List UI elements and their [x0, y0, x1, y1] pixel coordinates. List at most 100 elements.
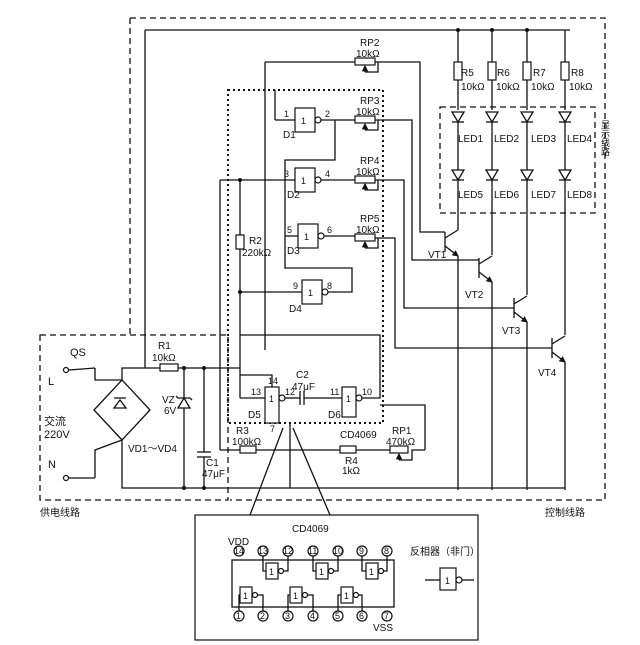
d3-label: D3: [287, 246, 300, 257]
svg-text:5: 5: [335, 611, 340, 621]
rp2-potentiometer: [354, 57, 379, 73]
vdd-label: VDD: [228, 537, 249, 548]
r8-value: 10kΩ: [569, 82, 593, 93]
c2-value: 47μF: [292, 382, 315, 393]
vss-label: VSS: [373, 623, 393, 634]
c1-capacitor: [197, 368, 211, 488]
svg-text:12: 12: [285, 387, 295, 397]
qs-switch: [68, 367, 96, 371]
svg-text:6: 6: [327, 225, 332, 235]
svg-text:7: 7: [270, 424, 275, 434]
r6-value: 10kΩ: [496, 82, 520, 93]
r1-resistor: [159, 363, 179, 372]
svg-text:13: 13: [258, 546, 268, 556]
svg-text:1: 1: [369, 567, 374, 577]
rp3-value: 10kΩ: [356, 107, 380, 118]
svg-text:1: 1: [308, 288, 313, 298]
r5-value: 10kΩ: [461, 82, 485, 93]
rp5-label: RP5: [360, 214, 380, 225]
d4-label: D4: [289, 304, 302, 315]
svg-text:2: 2: [260, 611, 265, 621]
vt3-label: VT3: [502, 326, 521, 337]
r2-label: R2: [249, 236, 262, 247]
rp4-value: 10kΩ: [356, 167, 380, 178]
svg-text:1: 1: [301, 116, 306, 126]
r3-label: R3: [236, 426, 249, 437]
control-section-label: 控制线路: [545, 506, 585, 519]
svg-text:7: 7: [384, 611, 389, 621]
led4-label: LED4: [567, 134, 592, 145]
d1-inverter: 1: [294, 107, 322, 133]
vz-label: VZ: [162, 395, 175, 406]
svg-text:3: 3: [285, 611, 290, 621]
r7-value: 10kΩ: [531, 82, 555, 93]
svg-text:1: 1: [301, 176, 306, 186]
oscillator-dotted-box: [227, 89, 384, 424]
rp2-value: 10kΩ: [356, 49, 380, 60]
bridge-rectifier: [93, 379, 151, 441]
rp3-label: RP3: [360, 96, 380, 107]
r3-value: 100kΩ: [232, 437, 262, 448]
r4-label: R4: [345, 456, 358, 467]
inset-inverters: 1 1 1 1 1 1: [238, 556, 388, 611]
led-columns: [453, 30, 570, 110]
n-label: N: [48, 459, 56, 471]
vz-zener: [175, 368, 193, 488]
rp5-value: 10kΩ: [356, 225, 380, 236]
d2-label: D2: [287, 190, 300, 201]
rp4-potentiometer: [354, 175, 379, 191]
d5-label: D5: [248, 410, 261, 421]
r5-label: R5: [461, 68, 474, 79]
led7-label: LED7: [531, 190, 556, 201]
led-diodes: [450, 111, 573, 182]
led2-label: LED2: [494, 134, 519, 145]
svg-text:3: 3: [284, 169, 289, 179]
svg-text:4: 4: [310, 611, 315, 621]
svg-text:9: 9: [359, 546, 364, 556]
inset-bottom-pins: 1 2 3 4 5 6 7: [233, 610, 393, 622]
d2-inverter: 1: [294, 167, 322, 193]
svg-text:12: 12: [283, 546, 293, 556]
ac-value: 220V: [44, 429, 70, 441]
inverter-caption: 反相器（非门）: [410, 545, 480, 558]
c2-capacitor: [285, 391, 342, 405]
d5-inverter: 1: [264, 386, 286, 424]
rp4-label: RP4: [360, 156, 380, 167]
led3-label: LED3: [531, 134, 556, 145]
r4-resistor: [339, 445, 357, 454]
led8-label: LED8: [567, 190, 592, 201]
rp1-potentiometer: [389, 445, 425, 461]
svg-text:11: 11: [308, 546, 317, 556]
r1-label: R1: [158, 341, 171, 352]
svg-text:14: 14: [268, 376, 278, 386]
svg-text:6: 6: [359, 611, 364, 621]
svg-text:10: 10: [333, 546, 343, 556]
svg-text:1: 1: [243, 591, 248, 601]
svg-text:9: 9: [293, 281, 298, 291]
rp3-potentiometer: [354, 115, 379, 131]
vz-value: 6V: [164, 406, 177, 417]
d3-inverter: 1: [297, 223, 325, 249]
l-label: L: [48, 376, 54, 388]
svg-text:1: 1: [269, 394, 274, 404]
r1-value: 10kΩ: [152, 353, 176, 364]
svg-text:2: 2: [325, 109, 330, 119]
ac-label: 交流: [44, 414, 66, 428]
svg-text:10: 10: [362, 387, 372, 397]
inverter-symbol: 1: [425, 567, 474, 591]
svg-text:1: 1: [236, 611, 241, 621]
svg-text:1: 1: [293, 591, 298, 601]
power-section-label: 供电线路: [40, 506, 80, 519]
svg-text:8: 8: [327, 281, 332, 291]
r7-label: R7: [533, 68, 546, 79]
svg-text:1: 1: [269, 567, 274, 577]
svg-text:1: 1: [346, 394, 351, 404]
inset-chip-label: CD4069: [292, 524, 329, 535]
c1-label: C1: [206, 458, 219, 469]
svg-text:8: 8: [384, 546, 389, 556]
led6-label: LED6: [494, 190, 519, 201]
rp1-value: 470kΩ: [386, 437, 416, 448]
c1-value: 47μF: [202, 469, 225, 480]
svg-text:5: 5: [287, 225, 292, 235]
d6-inverter: 1: [341, 386, 363, 418]
